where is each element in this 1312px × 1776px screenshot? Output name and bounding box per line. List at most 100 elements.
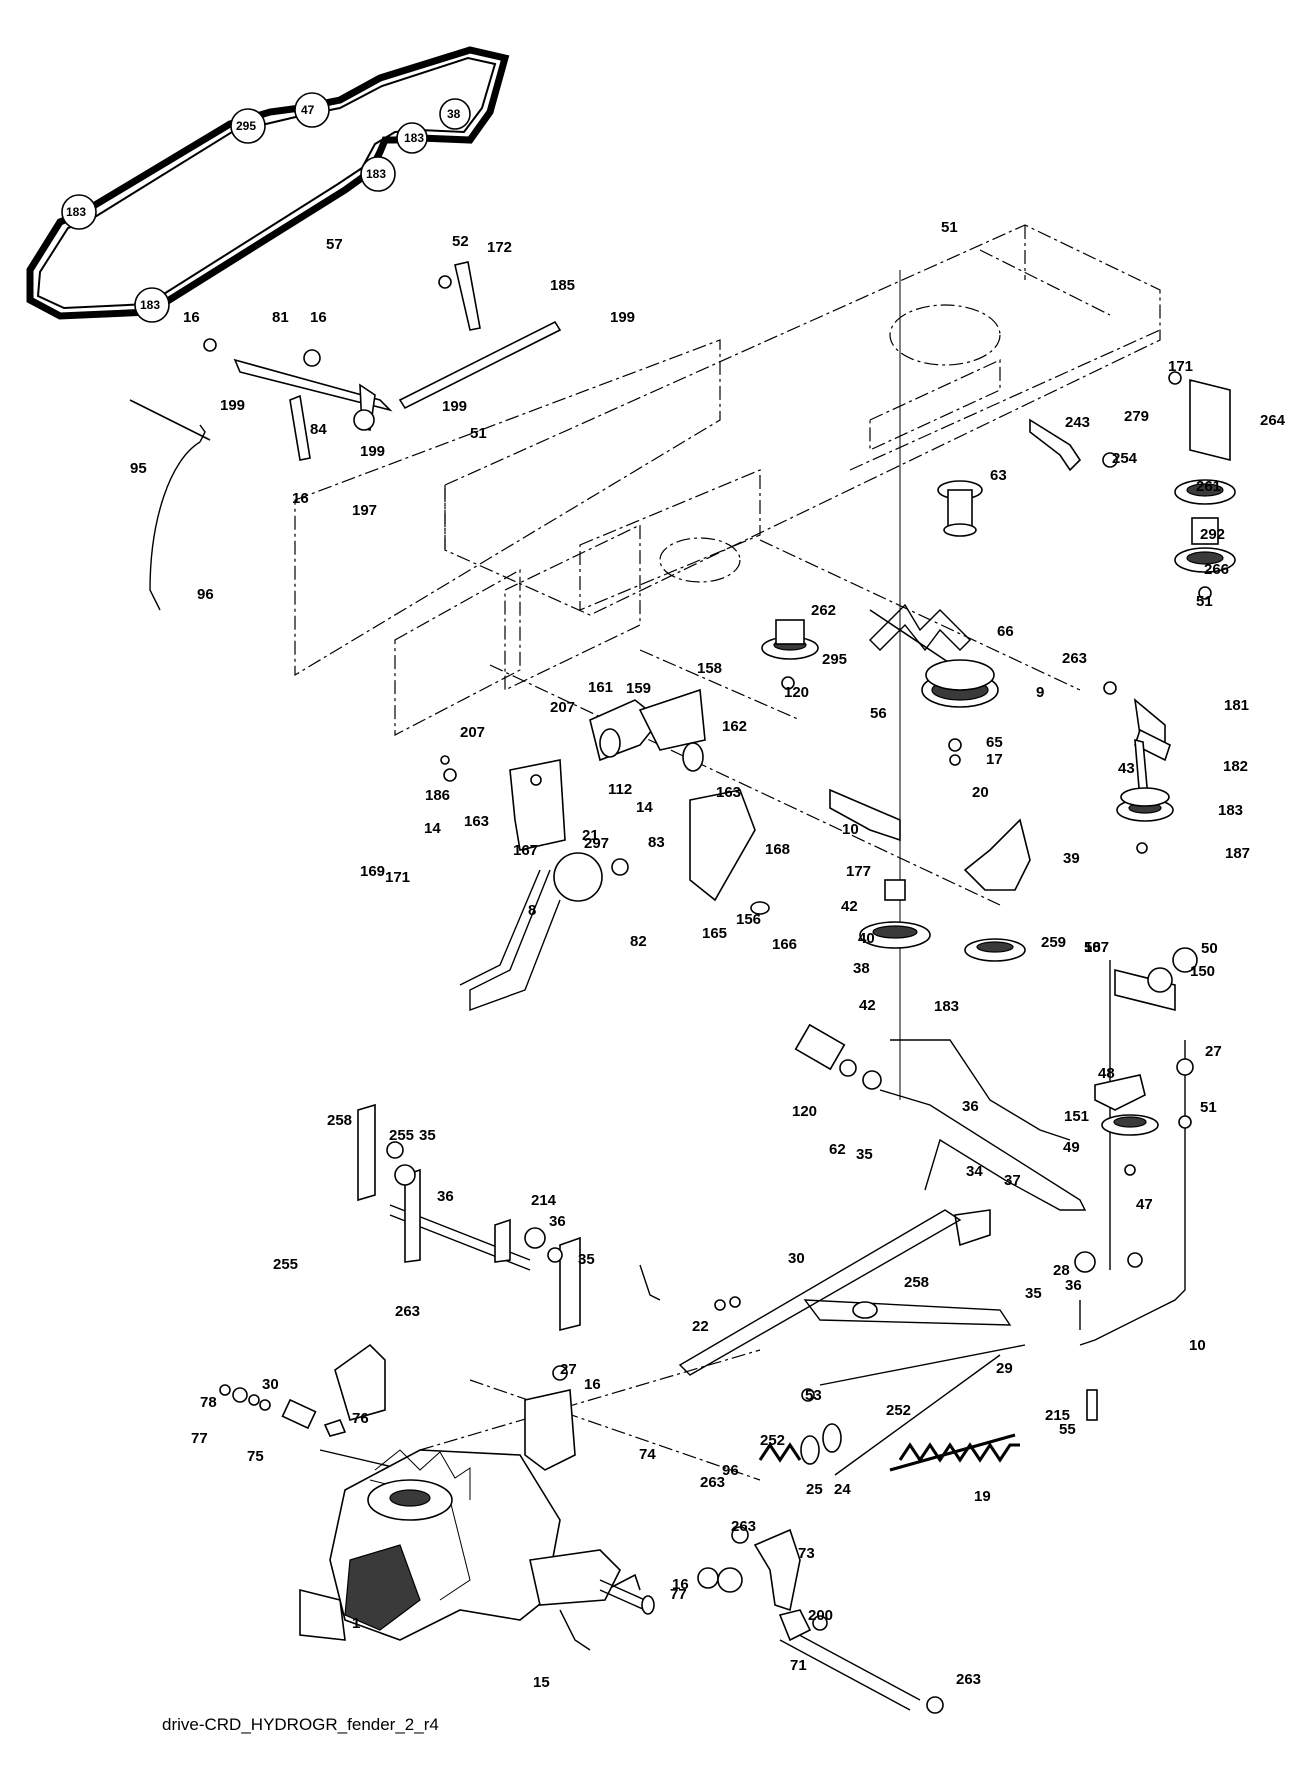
part-number-label: 51 (1196, 593, 1213, 610)
part-number-label: 255 (273, 1256, 298, 1273)
part-number-label: 171 (1168, 358, 1193, 375)
center-pulley-group (761, 270, 999, 1100)
part-number-label: 120 (784, 684, 809, 701)
part-number-label: 96 (722, 1462, 739, 1479)
part-number-label: 150 (1190, 963, 1215, 980)
part-number-label: 30 (262, 1376, 279, 1393)
part-number-label: 185 (550, 277, 575, 294)
part-number-label: 56 (870, 705, 887, 722)
part-number-label: 243 (1065, 414, 1090, 431)
part-number-label: 263 (1062, 650, 1087, 667)
part-number-label: 55 (1059, 1421, 1076, 1438)
diagram-caption: drive-CRD_HYDROGR_fender_2_r4 (162, 1715, 439, 1734)
part-number-label: 73 (798, 1545, 815, 1562)
part-number-label: 172 (487, 239, 512, 256)
part-number-label: 84 (310, 421, 327, 438)
part-number-label: 16 (310, 309, 327, 326)
right-pulley-stack (1029, 371, 1236, 600)
part-number-label: 10 (1189, 1337, 1206, 1354)
part-number-label: 207 (460, 724, 485, 741)
part-number-label: 165 (702, 925, 727, 942)
part-number-label: 279 (1124, 408, 1149, 425)
part-number-label: 52 (452, 233, 469, 250)
part-number-label: 156 (736, 911, 761, 928)
right-idler-group (1103, 681, 1174, 854)
part-number-label: 263 (956, 1671, 981, 1688)
part-number-label: 158 (697, 660, 722, 677)
part-number-label: 199 (442, 398, 467, 415)
belt-label: 295 (236, 119, 256, 133)
part-number-label: 16 (672, 1576, 689, 1593)
part-number-label: 266 (1204, 561, 1229, 578)
part-number-label: 22 (692, 1318, 709, 1335)
part-number-label: 50 (1084, 939, 1101, 956)
belt-pulley-marker (61, 194, 97, 230)
part-number-label: 36 (437, 1188, 454, 1205)
part-number-label: 166 (772, 936, 797, 953)
part-number-label: 75 (247, 1448, 264, 1465)
part-number-label: 34 (966, 1163, 983, 1180)
part-number-label: 171 (385, 869, 410, 886)
part-number-label: 295 (822, 651, 847, 668)
belt-label: 183 (404, 131, 424, 145)
part-number-label: 78 (200, 1394, 217, 1411)
part-number-label: 197 (352, 502, 377, 519)
belt-label: 183 (66, 205, 86, 219)
part-number-label: 15 (533, 1674, 550, 1691)
belt-pulley-marker (230, 108, 266, 144)
belt-label: 183 (366, 167, 386, 181)
part-number-label: 200 (808, 1607, 833, 1624)
belt-pulley-marker (439, 98, 471, 130)
part-number-label: 51 (1200, 1099, 1217, 1116)
part-number-label: 9 (1036, 684, 1044, 701)
part-number-label: 83 (648, 834, 665, 851)
part-number-label: 43 (1118, 760, 1135, 777)
part-number-label: 47 (1136, 1196, 1153, 1213)
part-number-label: 255 (389, 1127, 414, 1144)
part-number-label: 42 (859, 997, 876, 1014)
lower-accessories (639, 1264, 944, 1714)
part-number-label: 30 (788, 1250, 805, 1267)
part-number-label: 19 (974, 1488, 991, 1505)
part-number-label: 263 (700, 1474, 725, 1491)
part-number-label: 162 (722, 718, 747, 735)
part-number-label: 181 (1224, 697, 1249, 714)
part-number-label: 252 (886, 1402, 911, 1419)
part-number-label: 14 (424, 820, 441, 837)
part-number-label: 16 (183, 309, 200, 326)
part-number-label: 27 (1205, 1043, 1222, 1060)
part-number-label: 252 (760, 1432, 785, 1449)
part-number-label: 183 (934, 998, 959, 1015)
part-number-label: 168 (765, 841, 790, 858)
part-number-label: 199 (220, 397, 245, 414)
part-number-label: 35 (856, 1146, 873, 1163)
part-number-label: 27 (560, 1361, 577, 1378)
part-number-label: 16 (584, 1376, 601, 1393)
part-number-label: 1 (352, 1615, 360, 1632)
part-number-label: 258 (904, 1274, 929, 1291)
part-number-label: 159 (626, 680, 651, 697)
part-number-label: 62 (829, 1141, 846, 1158)
part-number-label: 35 (578, 1251, 595, 1268)
part-number-label: 38 (853, 960, 870, 977)
part-number-label: 258 (327, 1112, 352, 1129)
part-number-label: 186 (425, 787, 450, 804)
part-number-label: 8 (528, 902, 536, 919)
part-number-label: 76 (352, 1410, 369, 1427)
part-number-label: 187 (1084, 939, 1109, 956)
part-number-label: 199 (610, 309, 635, 326)
part-number-label: 42 (841, 898, 858, 915)
part-number-label: 21 (582, 827, 599, 844)
part-number-label: 263 (731, 1518, 756, 1535)
part-number-label: 95 (130, 460, 147, 477)
part-number-label: 53 (805, 1387, 822, 1404)
part-number-label: 81 (272, 309, 289, 326)
part-number-label: 40 (858, 930, 875, 947)
drive-belt (26, 46, 510, 320)
part-number-label: 71 (790, 1657, 807, 1674)
part-number-label: 66 (997, 623, 1014, 640)
part-number-label: 215 (1045, 1407, 1070, 1424)
part-number-label: 183 (1218, 802, 1243, 819)
part-number-label: 14 (636, 799, 653, 816)
